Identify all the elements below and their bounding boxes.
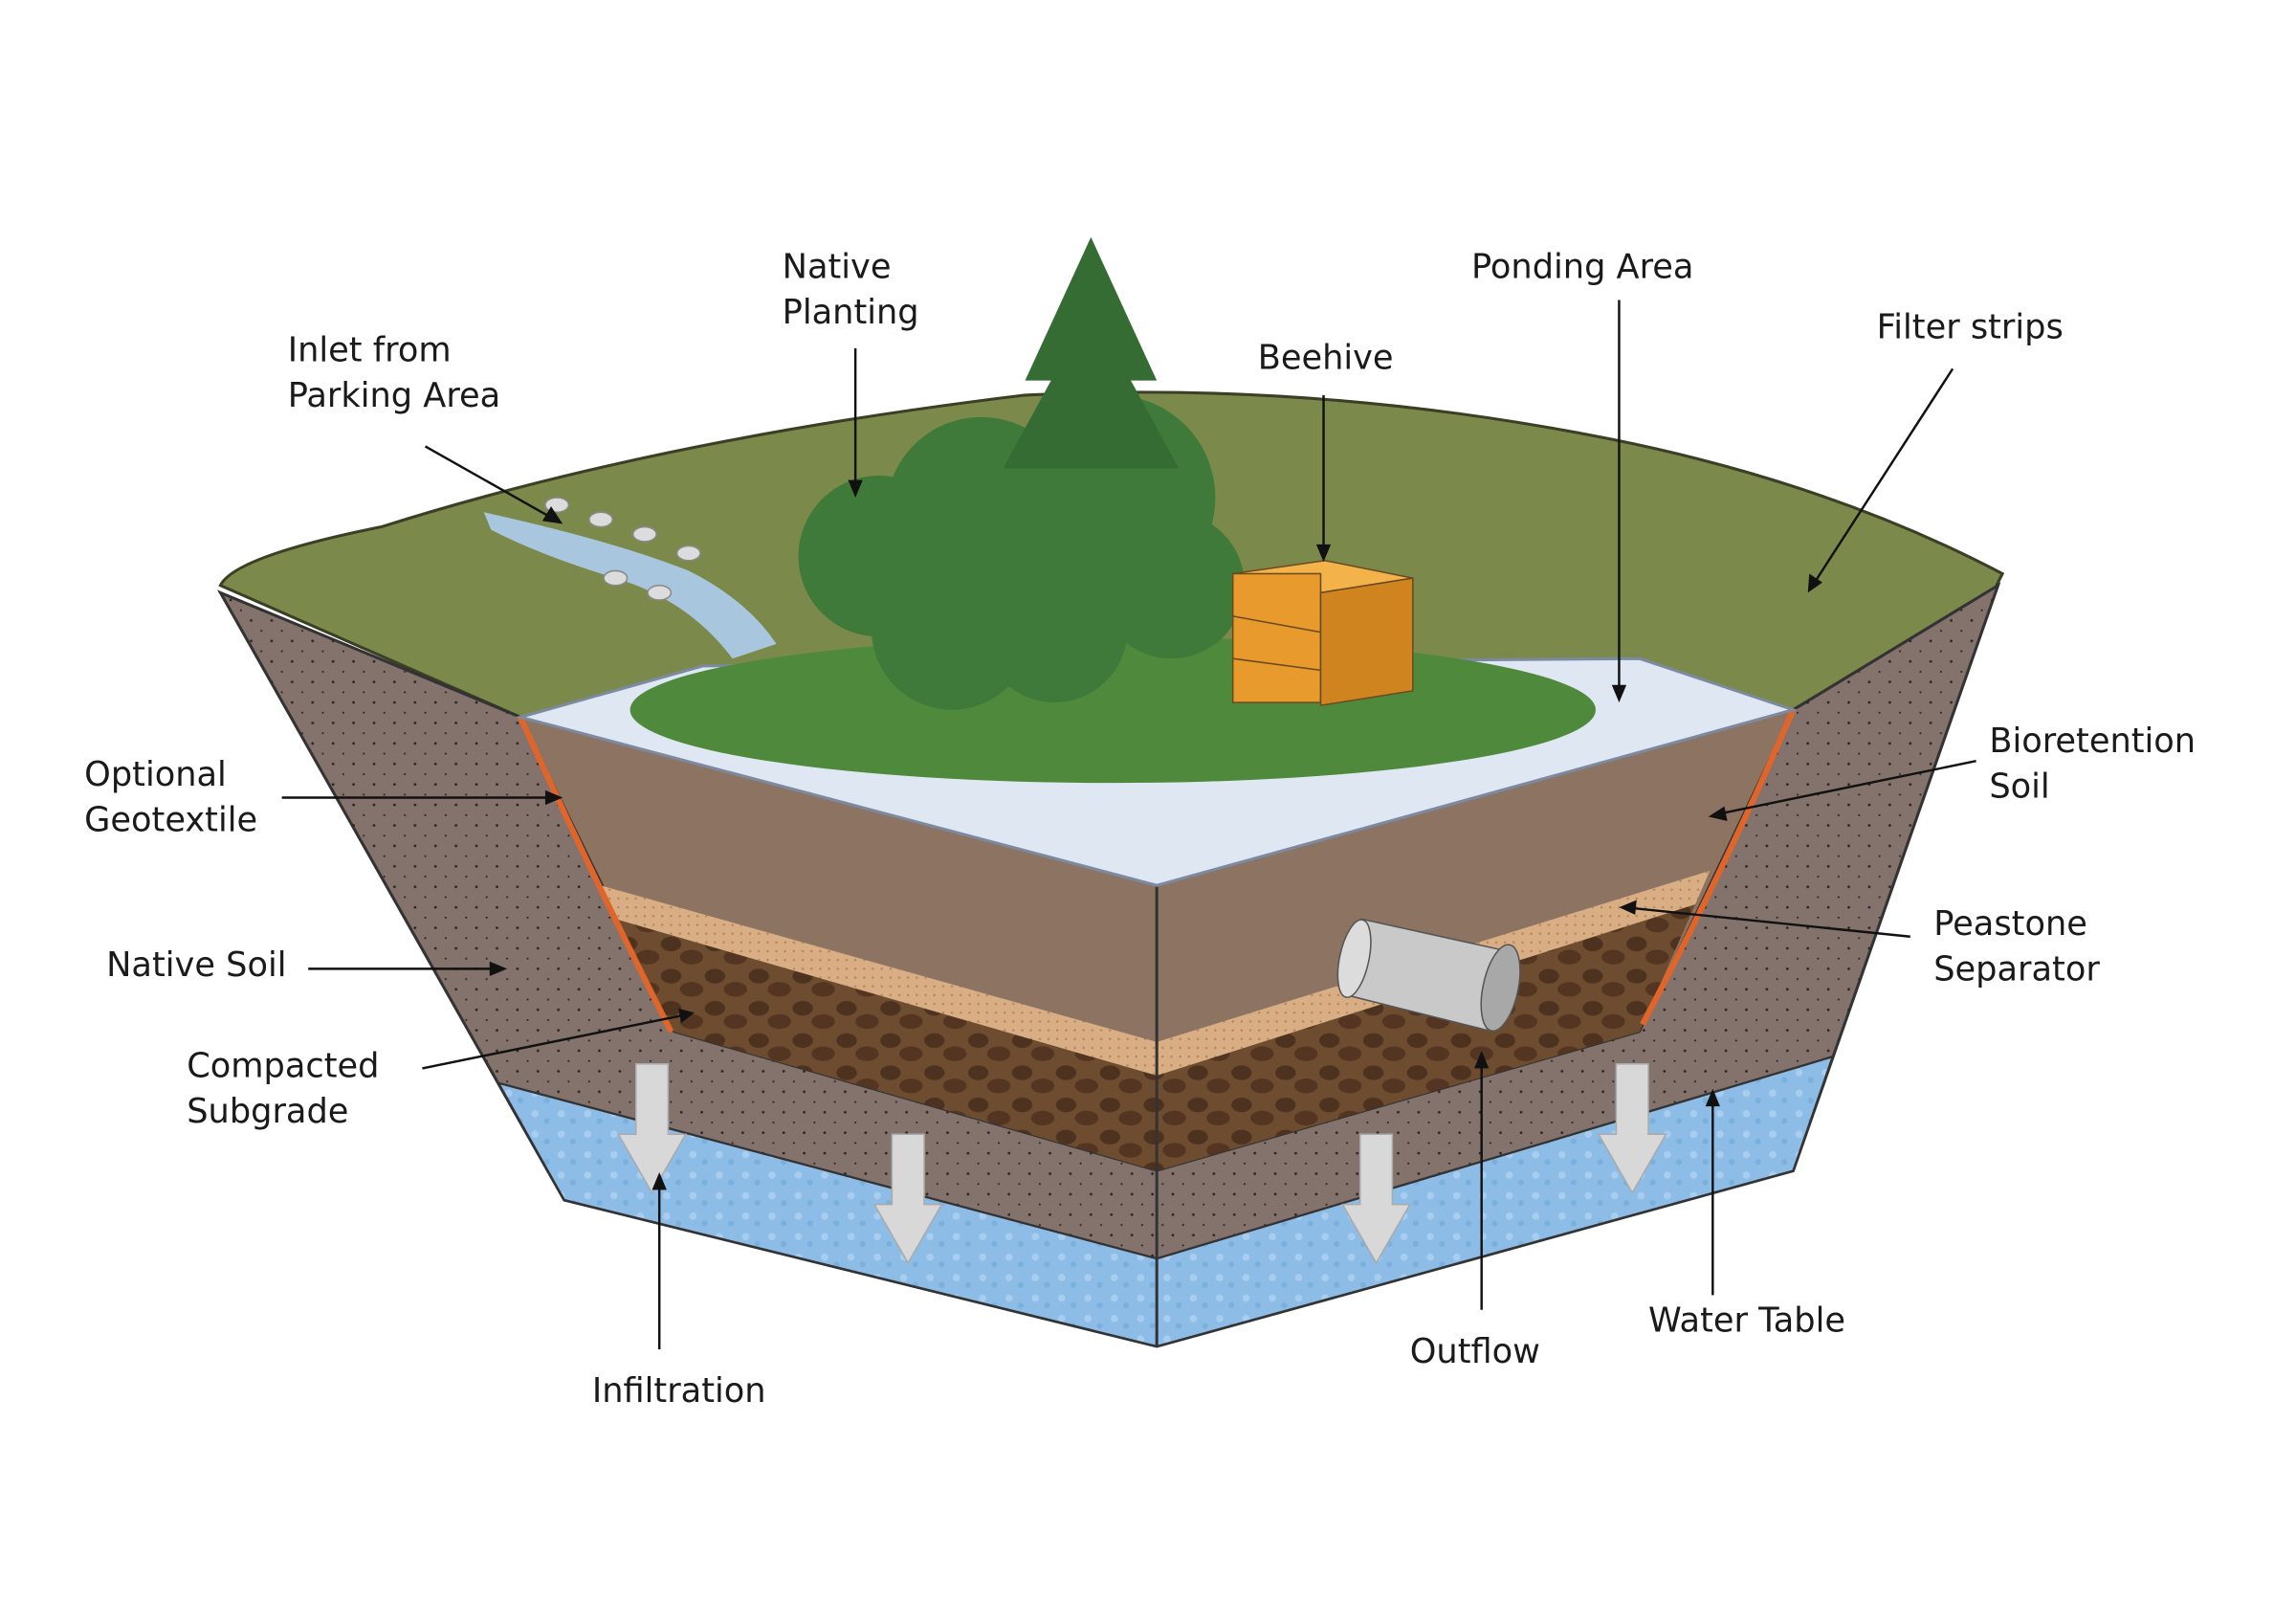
inlet-stream	[483, 512, 777, 659]
outflow-pipe	[1336, 918, 1521, 1034]
native-planting-trees	[798, 236, 1245, 710]
label-filter-strips: Filter strips	[1877, 307, 2064, 346]
down-arrow-icon	[872, 1133, 943, 1265]
down-arrow-icon	[617, 1063, 688, 1194]
leader-lines	[281, 300, 1976, 1350]
label-outflow: Outflow	[1410, 1332, 1540, 1371]
geotextile-left	[518, 716, 674, 1034]
beehive-illustration	[1231, 559, 1414, 707]
label-infiltration: Infiltration	[592, 1371, 766, 1411]
down-arrow-icon	[1341, 1133, 1412, 1265]
peastone-layer	[601, 870, 1711, 1077]
down-arrow-icon	[1597, 1063, 1667, 1194]
label-native-soil: Native Soil	[106, 945, 286, 985]
label-beehive: Beehive	[1258, 338, 1394, 377]
label-water-table: Water Table	[1648, 1301, 1845, 1341]
geotextile-right	[1640, 708, 1797, 1026]
infiltration-arrows	[617, 1063, 1667, 1265]
label-ponding-area: Ponding Area	[1471, 248, 1693, 287]
